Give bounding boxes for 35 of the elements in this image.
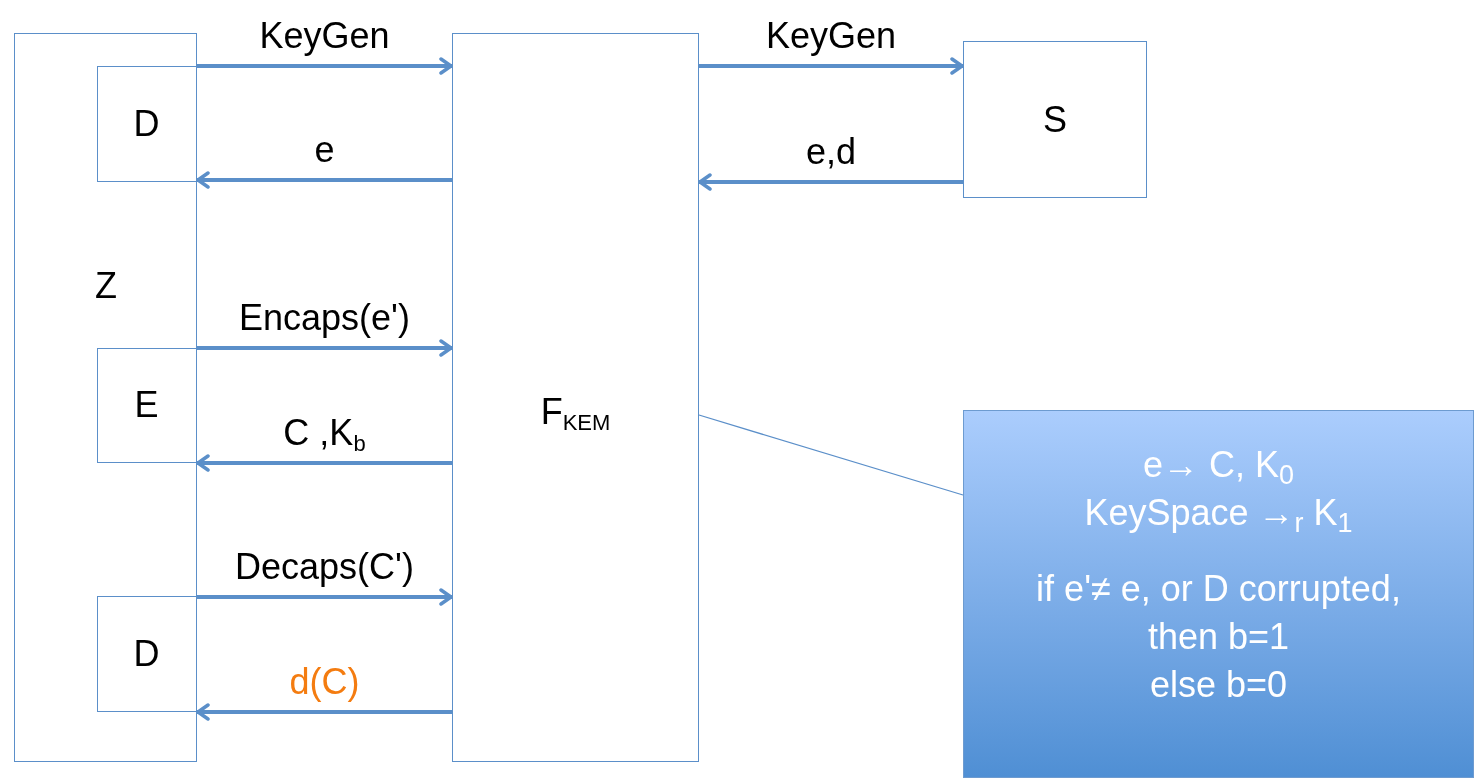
arrow [196, 454, 452, 472]
party-box [96, 65, 197, 182]
simulator-box [963, 41, 1147, 198]
arrow [699, 57, 964, 75]
arrow [698, 173, 963, 191]
note-text: if e'≠ e, or D corrupted, [1036, 567, 1401, 611]
edge-label: C ,K$_{b}$ [283, 413, 366, 453]
edge-label: KeyGen [259, 16, 390, 56]
arrow [197, 588, 453, 606]
node-label: D [133, 633, 160, 674]
arrow [197, 339, 453, 357]
node-label: E [134, 385, 159, 425]
note-text: then b=1 [1147, 615, 1290, 659]
edge-label: e,d [806, 132, 856, 172]
environment-box [14, 33, 197, 762]
arrow [197, 57, 453, 75]
note-text: e→ C, K$_{0}$ [1142, 443, 1295, 489]
party-box [96, 347, 197, 463]
edge-label: KeyGen [765, 16, 897, 56]
note-text: KeySpace →$_{r}$ K$_{1}$ [1084, 491, 1353, 537]
functionality-box [452, 33, 699, 762]
edge-label: e [314, 130, 335, 170]
node-label: F$_{KEM}$ [540, 392, 611, 432]
note-box [963, 410, 1474, 778]
node-label: Z [95, 266, 117, 306]
node-label: D [133, 103, 160, 144]
edge-label: d(C) [289, 662, 360, 702]
arrow [196, 171, 452, 189]
arrow [196, 703, 452, 721]
edge-label: Decaps(C') [235, 547, 414, 587]
leader-line [698, 414, 964, 496]
node-label: S [1043, 99, 1067, 140]
edge-label: Encaps(e') [239, 298, 410, 338]
note-text: else b=0 [1149, 663, 1288, 707]
party-box [96, 595, 197, 712]
